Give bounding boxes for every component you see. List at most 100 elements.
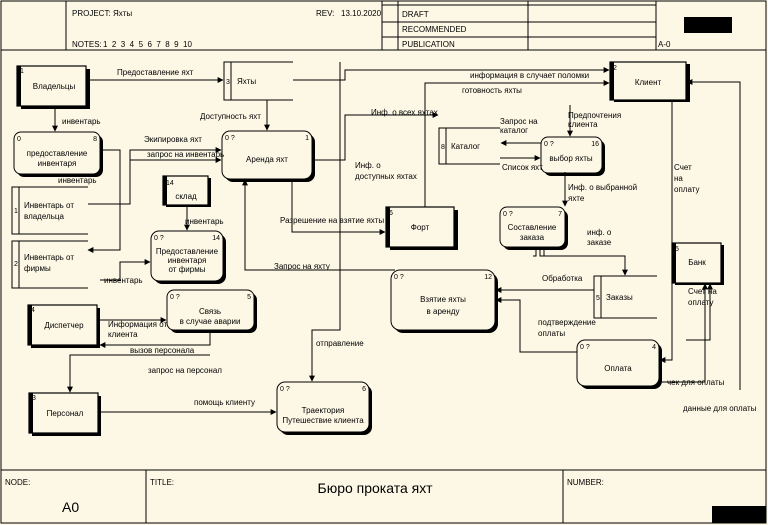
entity-client [609, 61, 687, 101]
process-yacht-rental-name: Аренда яхт [246, 155, 288, 164]
process-client-trip-tag: 0 ? [280, 386, 290, 393]
node-value: A0 [62, 499, 79, 515]
store-yachts-id: 3 [226, 79, 230, 86]
store-orders [593, 275, 657, 319]
entity-dispatcher-id: 4 [31, 307, 35, 314]
process-yacht-rental-num: 1 [305, 135, 309, 142]
status-draft: DRAFT [402, 10, 429, 19]
entity-fort-name: Форт [411, 223, 430, 232]
svg-text:данные для оплаты: данные для оплаты [683, 404, 757, 413]
header-black-block [684, 17, 732, 33]
tunnel-marks [533, 250, 547, 257]
process-payment-tag: 0 ? [580, 344, 590, 351]
entity-client-name: Клиент [635, 78, 662, 87]
process-payment [576, 339, 660, 387]
svg-text:Экипировка яхт: Экипировка яхт [144, 135, 202, 144]
entity-staff-id: 3 [32, 395, 36, 402]
notes-label: NOTES: [72, 40, 102, 49]
process-make-order-num: 7 [558, 211, 562, 218]
entity-staff-name: Персонал [47, 409, 84, 418]
entity-warehouse-name: склад [175, 192, 197, 201]
process-emergency-contact-tag: 0 ? [170, 294, 180, 301]
entity-owners-id: 1 [20, 68, 24, 75]
footer-block: NODE: A0 TITLE: Бюро проката яхт NUMBER: [1, 469, 766, 523]
store-yachts-name: Яхты [237, 77, 256, 86]
svg-text:отправление: отправление [316, 339, 364, 348]
svg-text:информация в случает поломки: информация в случает поломки [470, 71, 589, 80]
process-yacht-rental-tag: 0 ? [225, 135, 235, 142]
entity-owners [16, 65, 87, 107]
flow-labels: Предоставление яхт инвентарь Доступность… [58, 68, 757, 413]
project-label: PROJECT: [72, 9, 111, 18]
status-recommended: RECOMMENDED [402, 25, 467, 34]
notes-value: 1 2 3 4 5 6 7 8 9 10 [103, 40, 193, 49]
process-emergency-contact-num: 5 [247, 294, 251, 301]
entity-warehouse [162, 175, 209, 206]
process-take-yacht-num: 12 [484, 274, 492, 281]
svg-text:инвентарь: инвентарь [58, 176, 97, 185]
project-value: Яхты [113, 9, 132, 18]
process-choose-yacht [540, 136, 603, 174]
process-take-yacht-tag: 0 ? [394, 274, 404, 281]
flow-arrows [52, 62, 741, 415]
svg-text:Обработка: Обработка [542, 274, 583, 283]
svg-text:запрос на персонал: запрос на персонал [148, 366, 222, 375]
diagram-title: Бюро проката яхт [318, 480, 434, 496]
entity-bank-id: 5 [675, 246, 679, 253]
process-payment-name: Оплата [604, 364, 632, 373]
node-label: NODE: [5, 478, 30, 487]
process-provide-inventory [13, 131, 101, 175]
svg-text:чек для оплаты: чек для оплаты [667, 378, 725, 387]
number-label: NUMBER: [567, 478, 604, 487]
entity-bank [671, 242, 722, 284]
entity-owners-name: Владельцы [33, 82, 76, 91]
entity-bank-name: Банк [688, 258, 706, 267]
entity-client-id: 2 [613, 65, 617, 72]
svg-text:вызов персонала: вызов персонала [130, 346, 195, 355]
footer-black-block [712, 506, 766, 523]
process-make-order [499, 206, 566, 248]
entity-warehouse-id: 14 [166, 180, 174, 187]
store-company-inventory [11, 240, 88, 289]
svg-text:Инф. о всех яхтах: Инф. о всех яхтах [371, 108, 438, 117]
entity-dispatcher-name: Диспетчер [44, 321, 84, 330]
svg-text:Предоставление яхт: Предоставление яхт [117, 68, 194, 77]
store-owner-inventory [11, 186, 88, 235]
svg-text:помощь клиенту: помощь клиенту [194, 398, 255, 407]
entity-staff [28, 392, 99, 434]
process-choose-yacht-name: выбор яхты [549, 154, 593, 163]
svg-text:Разрешение на взятие яхты: Разрешение на взятие яхты [280, 216, 384, 225]
svg-text:Список яхт: Список яхт [502, 163, 543, 172]
process-company-inventory-tag: 0 ? [154, 235, 164, 242]
svg-text:инвентарь: инвентарь [62, 117, 101, 126]
process-make-order-tag: 0 ? [503, 211, 513, 218]
process-client-trip [276, 381, 370, 433]
store-catalog [438, 127, 500, 165]
process-company-inventory-num: 14 [212, 235, 220, 242]
rev-value: 13.10.2020 [341, 9, 382, 18]
process-provide-inventory-tag: 0 [17, 136, 21, 143]
rev-label: REV: [316, 9, 334, 18]
status-publication: PUBLICATION [402, 40, 455, 49]
svg-text:инвентарь: инвентарь [185, 217, 224, 226]
svg-text:готовность яхты: готовность яхты [462, 86, 522, 95]
process-payment-num: 4 [652, 344, 656, 351]
store-company-inventory-id: 2 [14, 261, 18, 268]
